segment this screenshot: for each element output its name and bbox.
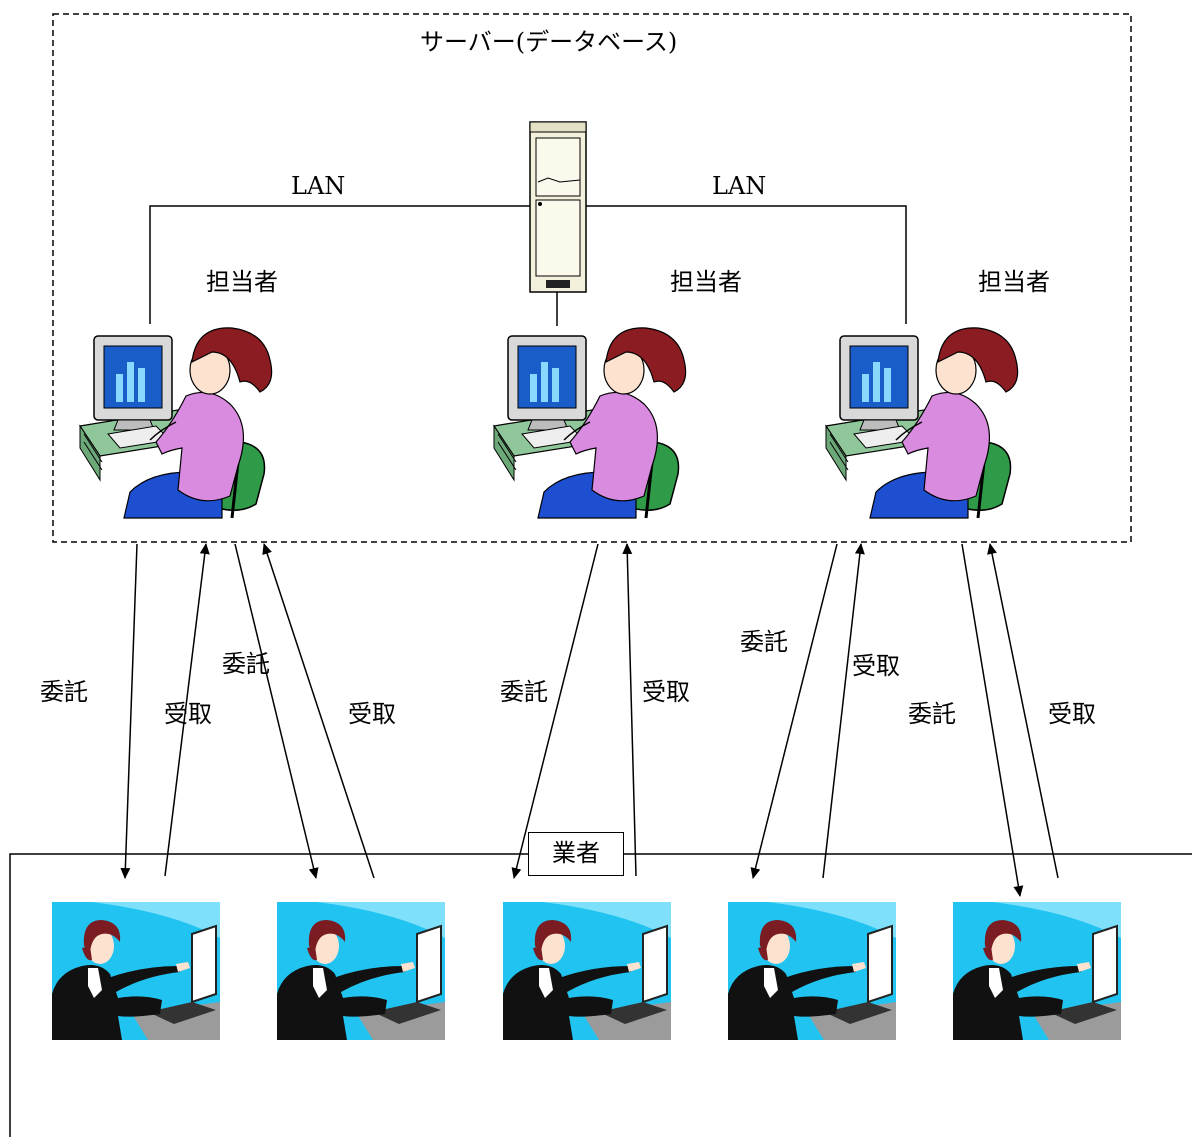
lan-label-left: LAN [291, 172, 346, 200]
flow-label-consign-5: 委託 [908, 700, 956, 728]
server-icon [529, 121, 587, 293]
lan-label-right: LAN [712, 172, 767, 200]
consign-arrow [120, 543, 138, 879]
flow-label-receive-1: 受取 [164, 700, 212, 728]
staff-label-2: 担当者 [670, 268, 742, 296]
flow-label-receive-3: 受取 [642, 678, 690, 706]
staff-workstation-icon [78, 327, 273, 519]
receive-arrow [987, 543, 1059, 879]
flow-label-receive-5: 受取 [1048, 700, 1096, 728]
receive-arrow [622, 543, 637, 877]
flow-label-receive-4: 受取 [852, 652, 900, 680]
staff-layer [78, 327, 1019, 519]
vendor-icon [52, 902, 220, 1040]
consign-arrow [234, 543, 319, 879]
flow-label-consign-4: 委託 [740, 628, 788, 656]
vendor-icon [503, 902, 671, 1040]
vendor-group-boundary [9, 853, 1192, 1137]
flow-label-consign-3: 委託 [500, 678, 548, 706]
flow-label-receive-2: 受取 [348, 700, 396, 728]
receive-arrow [164, 543, 210, 877]
staff-workstation-icon [824, 327, 1019, 519]
flow-label-consign-2: 委託 [222, 650, 270, 678]
receive-arrow [822, 543, 865, 879]
vendor-icon [728, 902, 896, 1040]
staff-label-1: 担当者 [206, 268, 278, 296]
server-group-boundary [52, 13, 1132, 543]
vendor-group-label: 業者 [528, 832, 624, 876]
server-group-title: サーバー(データベース) [420, 28, 678, 56]
vendor-icon [953, 902, 1121, 1040]
consign-arrow [961, 543, 1024, 897]
receive-arrow [262, 543, 375, 879]
lan-network [149, 205, 907, 326]
consign-arrow [511, 543, 599, 879]
flow-label-consign-1: 委託 [40, 678, 88, 706]
flow-layer [120, 543, 1059, 897]
staff-label-3: 担当者 [978, 268, 1050, 296]
vendor-layer [52, 902, 1121, 1040]
consign-arrow [750, 543, 838, 879]
staff-workstation-icon [492, 327, 687, 519]
vendor-icon [277, 902, 445, 1040]
